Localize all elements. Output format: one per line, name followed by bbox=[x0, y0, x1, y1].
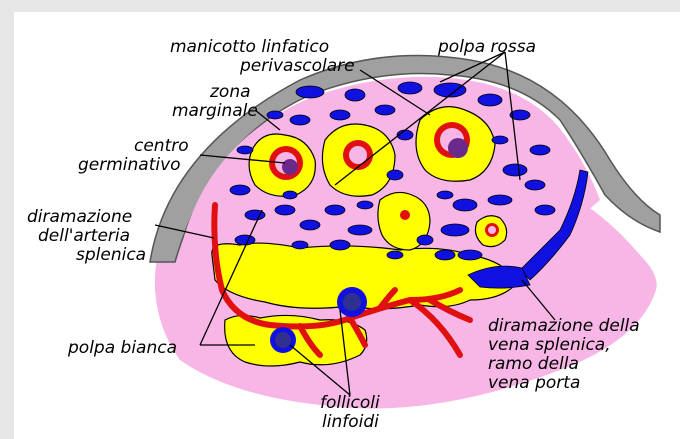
label-arteria-3: splenica bbox=[76, 245, 146, 265]
label-vena-4: vena porta bbox=[488, 373, 580, 393]
label-arteria-1: diramazione bbox=[27, 207, 132, 227]
label-manicotto-2: perivascolare bbox=[239, 56, 355, 76]
label-vena-2: vena splenica, bbox=[488, 335, 611, 355]
label-zona-1: zona bbox=[209, 82, 251, 102]
label-follicoli-1: follicoli bbox=[320, 393, 380, 413]
label-centro-2: germinativo bbox=[78, 155, 181, 175]
label-vena-1: diramazione della bbox=[488, 316, 640, 336]
label-polpa-rossa: polpa rossa bbox=[437, 37, 536, 57]
label-vena-3: ramo della bbox=[488, 354, 579, 374]
label-arteria-2: dell'arteria bbox=[38, 226, 130, 246]
label-zona-2: marginale bbox=[172, 101, 258, 121]
label-manicotto-1: manicotto linfatico bbox=[170, 37, 329, 57]
label-follicoli-2: linfoidi bbox=[322, 412, 379, 432]
label-centro-1: centro bbox=[134, 136, 189, 156]
label-polpa-bianca: polpa bianca bbox=[67, 338, 177, 358]
